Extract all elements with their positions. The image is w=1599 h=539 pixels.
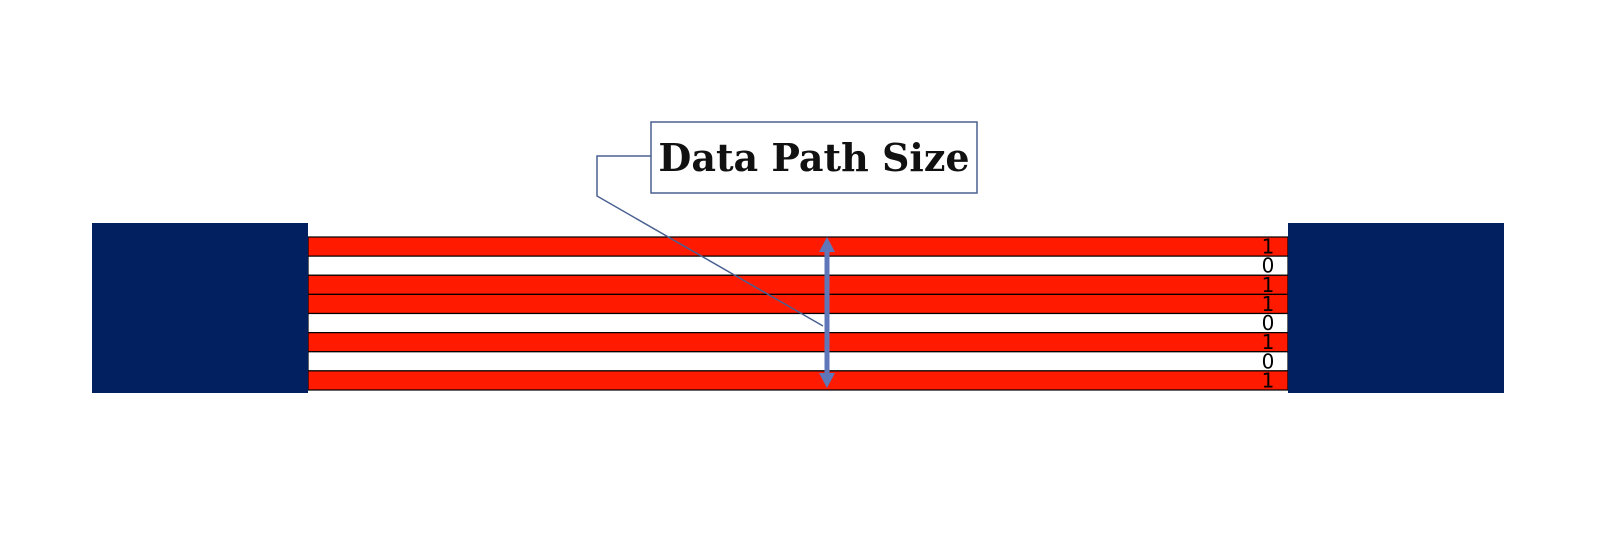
bus-line-2 [307,274,1289,295]
bus-line-5 [307,332,1289,353]
bit-label-1: 0 [1262,254,1275,278]
callout-label: Data Path Size [658,135,969,180]
bus-line-0 [307,236,1289,257]
bus-line-3 [307,293,1289,315]
bus-line-4 [307,312,1289,334]
bit-label-2: 1 [1262,273,1275,297]
bit-label-7: 1 [1262,368,1275,392]
destination-block [1288,223,1504,393]
bit-label-0: 1 [1262,235,1275,259]
bus-line-6 [307,351,1289,372]
source-block [92,223,308,393]
bus-lines [307,236,1289,391]
callout-leader-line [596,155,824,327]
data-path-width-arrow [819,237,835,388]
bus-line-1 [307,255,1289,276]
data-path-size-callout: Data Path Size [650,121,978,194]
bit-label-6: 0 [1262,349,1275,373]
bit-label-4: 0 [1262,311,1275,335]
bus-line-7 [307,370,1289,391]
bit-label-3: 1 [1262,292,1275,316]
callout-box [650,121,978,194]
bit-label-5: 1 [1262,330,1275,354]
